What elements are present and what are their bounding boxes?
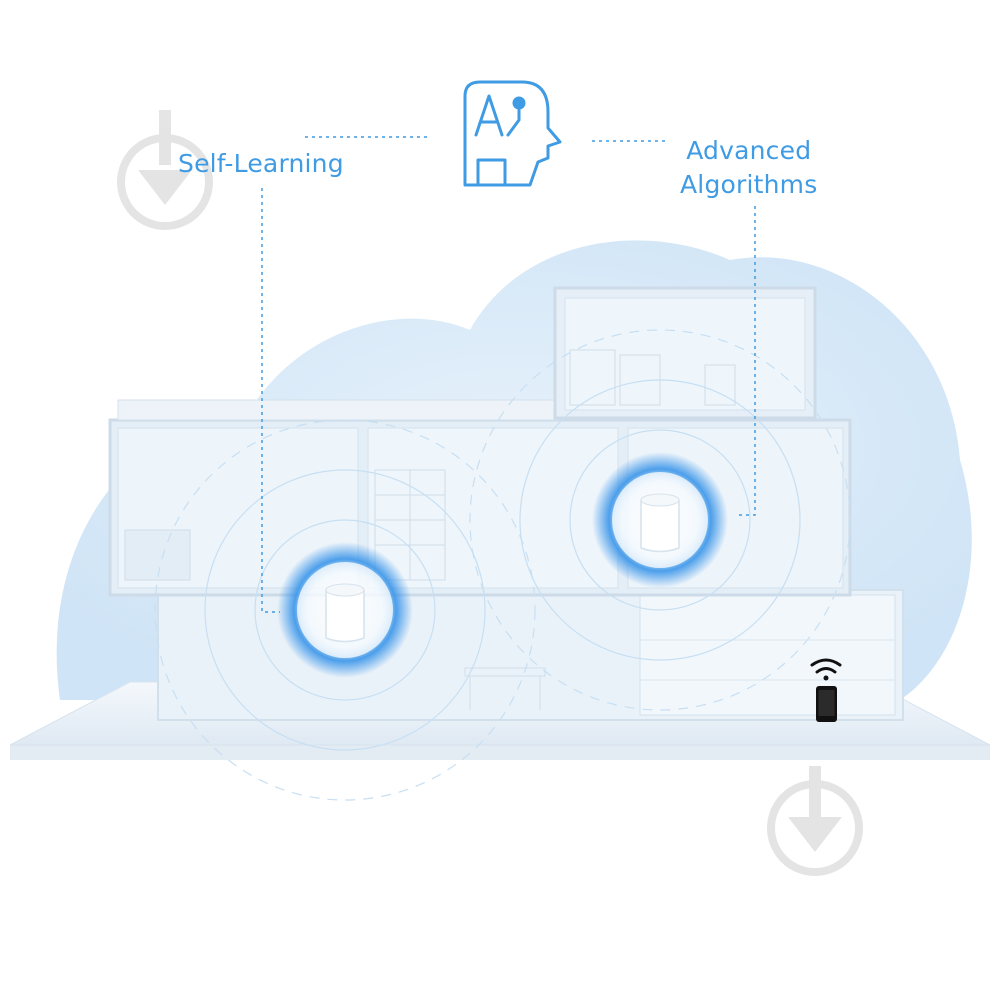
ai-head-icon xyxy=(463,80,562,187)
advanced-algorithms-line2: Algorithms xyxy=(680,170,818,199)
signal-rings-left xyxy=(154,419,536,801)
download-arrow-icon xyxy=(117,110,213,230)
download-arrow-icon xyxy=(767,766,863,876)
advanced-algorithms-label: Advanced Algorithms xyxy=(680,134,817,202)
self-learning-text: Self-Learning xyxy=(178,149,344,178)
smartphone-wifi-icon xyxy=(810,658,842,722)
signal-rings-right xyxy=(469,329,851,711)
advanced-algorithms-line1: Advanced xyxy=(686,136,812,165)
mesh-unit-icon xyxy=(592,452,728,588)
dining-table xyxy=(464,667,546,710)
house-base xyxy=(10,745,990,760)
garage-door xyxy=(639,594,896,716)
self-learning-label: Self-Learning xyxy=(178,147,344,181)
room-center xyxy=(367,427,619,589)
mesh-unit-icon xyxy=(277,542,413,678)
connector-lines xyxy=(261,136,756,613)
